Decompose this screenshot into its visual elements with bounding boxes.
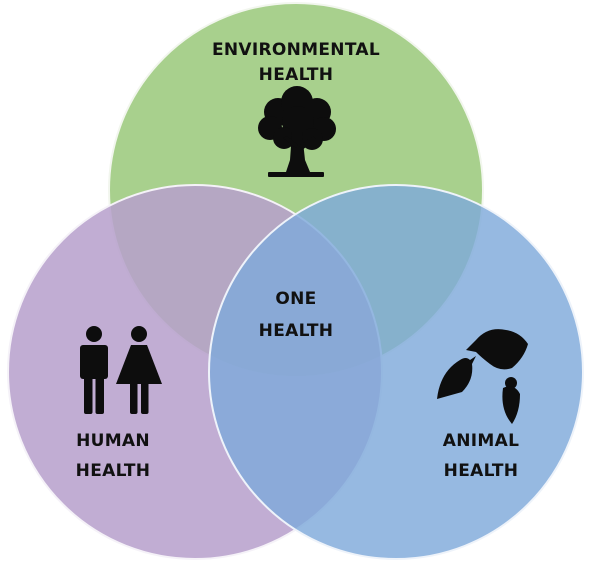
human-health-label-line1: HUMAN — [76, 431, 150, 451]
environmental-health-label-line2: HEALTH — [259, 65, 334, 85]
one-health-label-line2: HEALTH — [259, 321, 334, 341]
animal-health-label-line1: ANIMAL — [443, 431, 519, 451]
environmental-health-label-line1: ENVIRONMENTAL — [212, 40, 380, 60]
animal-health-label-line2: HEALTH — [444, 461, 519, 481]
animal-health-circle — [208, 184, 584, 560]
one-health-label-line1: ONE — [275, 289, 316, 309]
people-icon — [80, 326, 162, 414]
birds-icon — [437, 329, 528, 424]
tree-icon — [258, 86, 336, 177]
human-health-label-line2: HEALTH — [76, 461, 151, 481]
